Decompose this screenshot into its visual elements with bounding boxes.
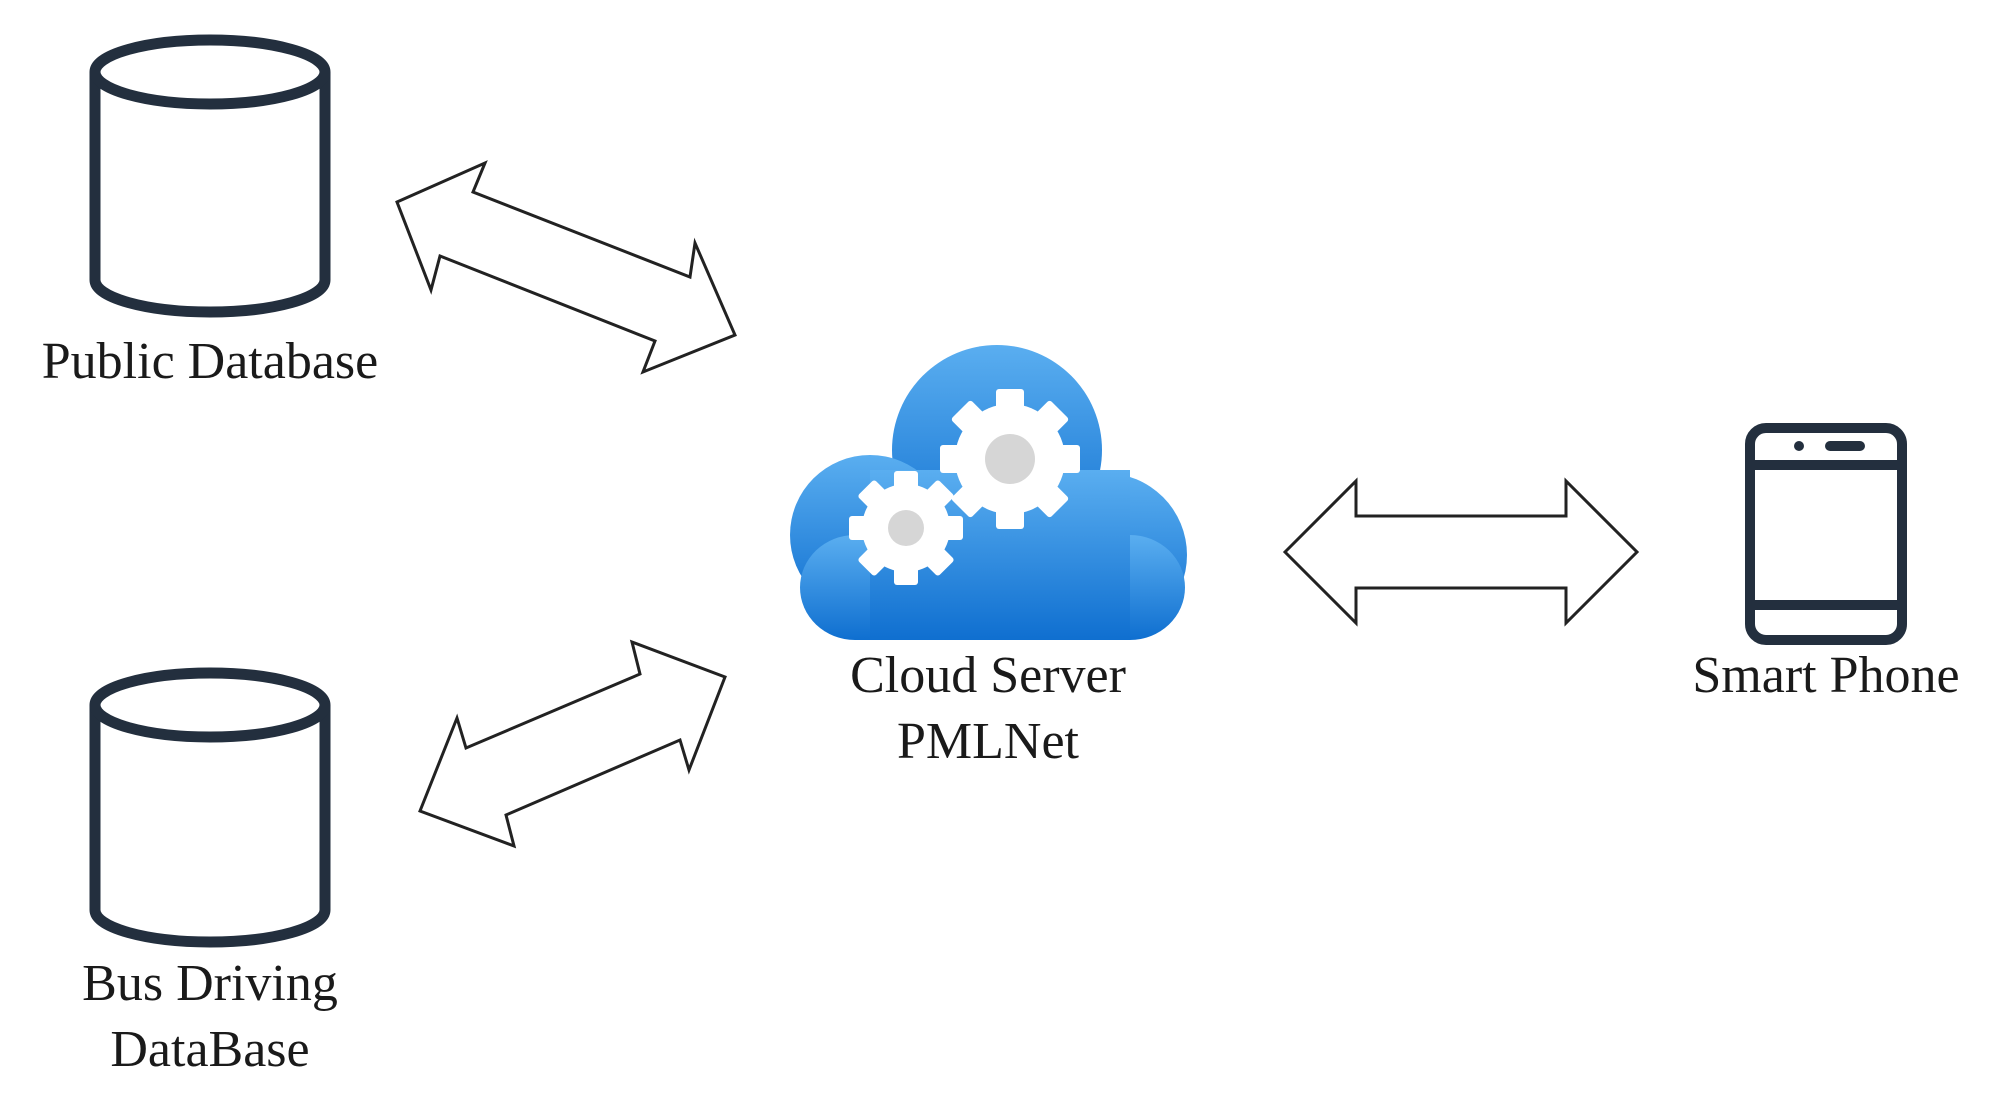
smartphone-icon (1745, 423, 1907, 645)
public-database-icon (89, 34, 331, 318)
arrow-cloud-smartphone (1282, 477, 1640, 627)
bus-driving-database-icon (89, 667, 331, 948)
gear-small-icon (849, 471, 963, 585)
gear-large-icon (940, 389, 1080, 529)
cloud-server-label-line2: PMLNet (897, 713, 1080, 770)
bus-driving-database-label-line2: DataBase (110, 1021, 309, 1078)
arrow-bus-database-cloud (418, 639, 727, 849)
arrow-public-database-cloud (395, 160, 737, 375)
cloud-gears-icon (790, 345, 1187, 640)
cloud-server-label: Cloud Server (850, 647, 1126, 704)
bus-driving-database-label: Bus Driving (82, 955, 338, 1012)
public-database-label: Public Database (42, 333, 378, 390)
smart-phone-label: Smart Phone (1692, 647, 1959, 704)
